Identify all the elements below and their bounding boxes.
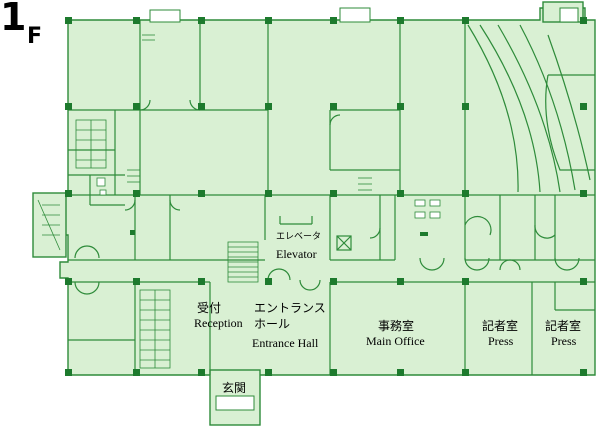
reception-label-en: Reception [194,316,243,330]
entrance-hall-label-en: Entrance Hall [252,336,319,350]
elevator-label-jp: エレベータ [276,232,322,242]
elevator-label-en: Elevator [276,247,317,261]
press-room-2-label-jp: 記者室 [545,319,582,333]
entrance-hall-label-jp2: ホール [254,317,291,331]
entrance-label-jp: 玄関 [222,381,247,395]
press-room-1-label-en: Press [488,334,514,348]
main-office-label-en: Main Office [366,334,425,348]
floor-letter: F [27,24,43,49]
main-office-label-jp: 事務室 [378,319,415,333]
reception-label-jp: 受付 [197,301,222,315]
floor-number: 1 [0,0,27,39]
press-room-1-label-jp: 記者室 [482,319,519,333]
entrance-hall-label-jp1: エントランス [254,301,326,315]
press-room-2-label-en: Press [551,334,577,348]
